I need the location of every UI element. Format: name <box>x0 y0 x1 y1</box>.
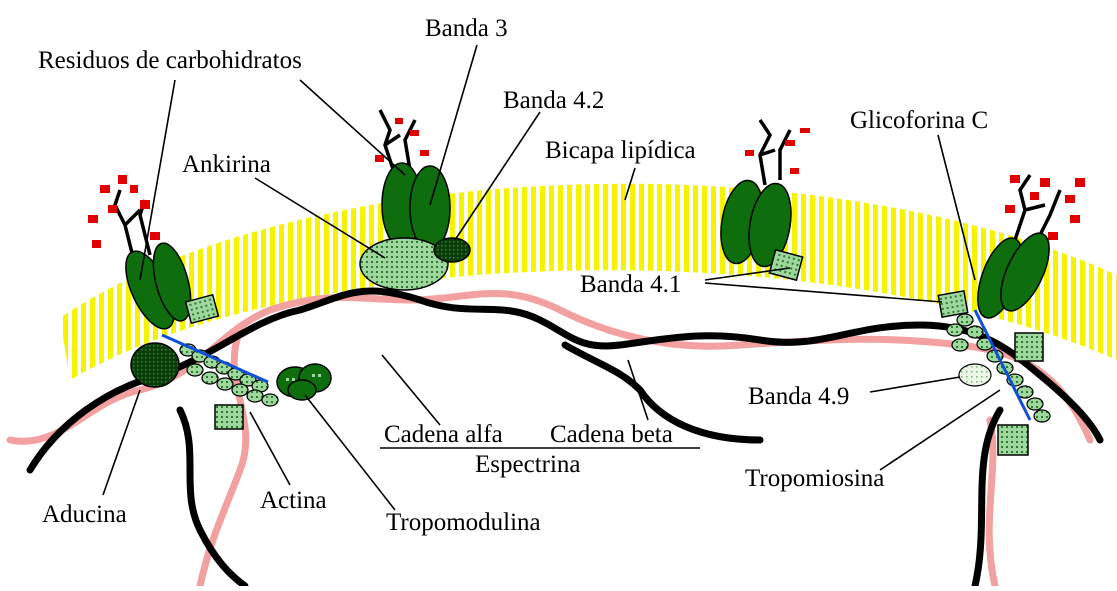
label-carbohydrates: Residuos de carbohidratos <box>38 47 302 74</box>
label-band-4-2: Banda 4.2 <box>503 87 604 114</box>
band-4-9-protein <box>959 364 991 386</box>
label-actin: Actina <box>260 487 327 514</box>
label-beta-chain: Cadena beta <box>550 421 673 448</box>
band-4-2-protein <box>434 238 470 262</box>
label-ankyrin: Ankirina <box>182 151 271 178</box>
label-alpha-chain: Cadena alfa <box>384 421 503 448</box>
label-tropomyosin: Tropomiosina <box>745 465 884 492</box>
label-band-3: Banda 3 <box>425 15 508 42</box>
label-glycophorin-c: Glicoforina C <box>850 107 988 134</box>
label-bilayer: Bicapa lipídica <box>545 137 696 164</box>
tropomodulin-protein <box>277 364 331 400</box>
label-tropomodulin: Tropomodulina <box>386 509 541 536</box>
label-band-4-9: Banda 4.9 <box>748 383 849 410</box>
adducin-protein <box>131 343 179 387</box>
label-band-4-1: Banda 4.1 <box>580 271 681 298</box>
label-adducin: Aducina <box>42 501 127 528</box>
label-spectrin: Espectrina <box>475 451 581 478</box>
